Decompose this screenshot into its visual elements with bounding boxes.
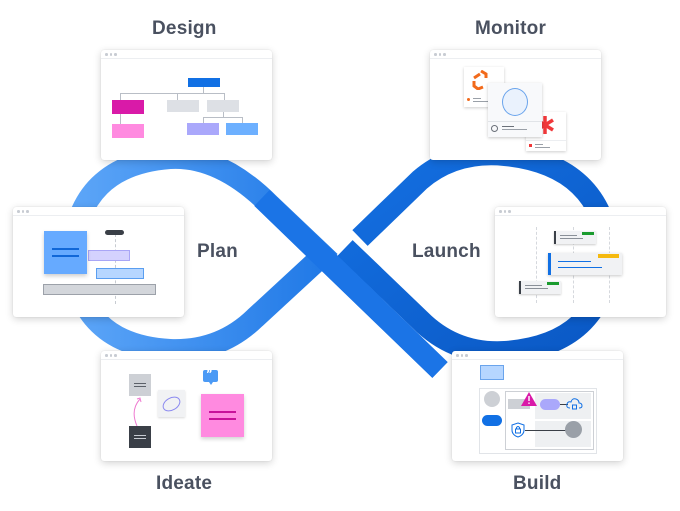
status-card-main <box>548 253 622 275</box>
task-bar-blue <box>96 268 144 279</box>
timeline-marker-icon <box>105 230 124 235</box>
window-dots-icon <box>434 53 446 56</box>
lasso-icon <box>162 396 181 412</box>
window-dots-icon <box>456 354 468 357</box>
build-window <box>452 351 623 461</box>
sticky-note-icon <box>44 231 87 274</box>
diagram-frame <box>479 388 597 454</box>
circle-icon <box>502 88 528 116</box>
window-dots-icon <box>499 210 511 213</box>
sticky-note-dark <box>129 426 151 448</box>
window-dots-icon <box>105 53 117 56</box>
plan-window <box>13 207 184 317</box>
shield-lock-icon <box>511 422 525 438</box>
ideate-window: ” <box>101 351 272 461</box>
window-titlebar <box>495 207 666 216</box>
monitor-card-2 <box>488 83 542 137</box>
stage-label-design: Design <box>152 18 217 39</box>
task-bar-lavender <box>88 250 130 261</box>
org-chart-icon <box>101 50 272 160</box>
window-titlebar <box>13 207 184 216</box>
sticky-note-pink <box>201 394 244 437</box>
hexagon-logo-icon <box>472 70 488 90</box>
lasso-card <box>158 390 185 417</box>
window-titlebar <box>452 351 623 360</box>
stage-label-launch: Launch <box>412 241 481 262</box>
stage-label-plan: Plan <box>197 241 238 262</box>
window-dots-icon <box>105 354 117 357</box>
task-bar-gray <box>43 284 156 295</box>
sticky-note-gray <box>129 374 151 396</box>
cloud-lock-icon <box>566 398 583 410</box>
window-titlebar <box>430 50 601 59</box>
status-card-bottom <box>519 281 561 294</box>
arrow-icon <box>133 397 142 427</box>
window-dots-icon <box>17 210 29 213</box>
window-titlebar <box>101 351 272 360</box>
shield-dog-icon <box>491 125 498 132</box>
launch-window <box>495 207 666 317</box>
monitor-window <box>430 50 601 160</box>
window-titlebar <box>101 50 272 59</box>
quote-bubble-icon: ” <box>203 369 218 385</box>
design-window <box>101 50 272 160</box>
stage-label-build: Build <box>513 473 562 494</box>
warning-icon <box>521 392 537 406</box>
selected-shape <box>480 365 504 380</box>
stage-label-ideate: Ideate <box>156 473 213 494</box>
stage-label-monitor: Monitor <box>475 18 547 39</box>
status-card-top <box>554 231 596 244</box>
